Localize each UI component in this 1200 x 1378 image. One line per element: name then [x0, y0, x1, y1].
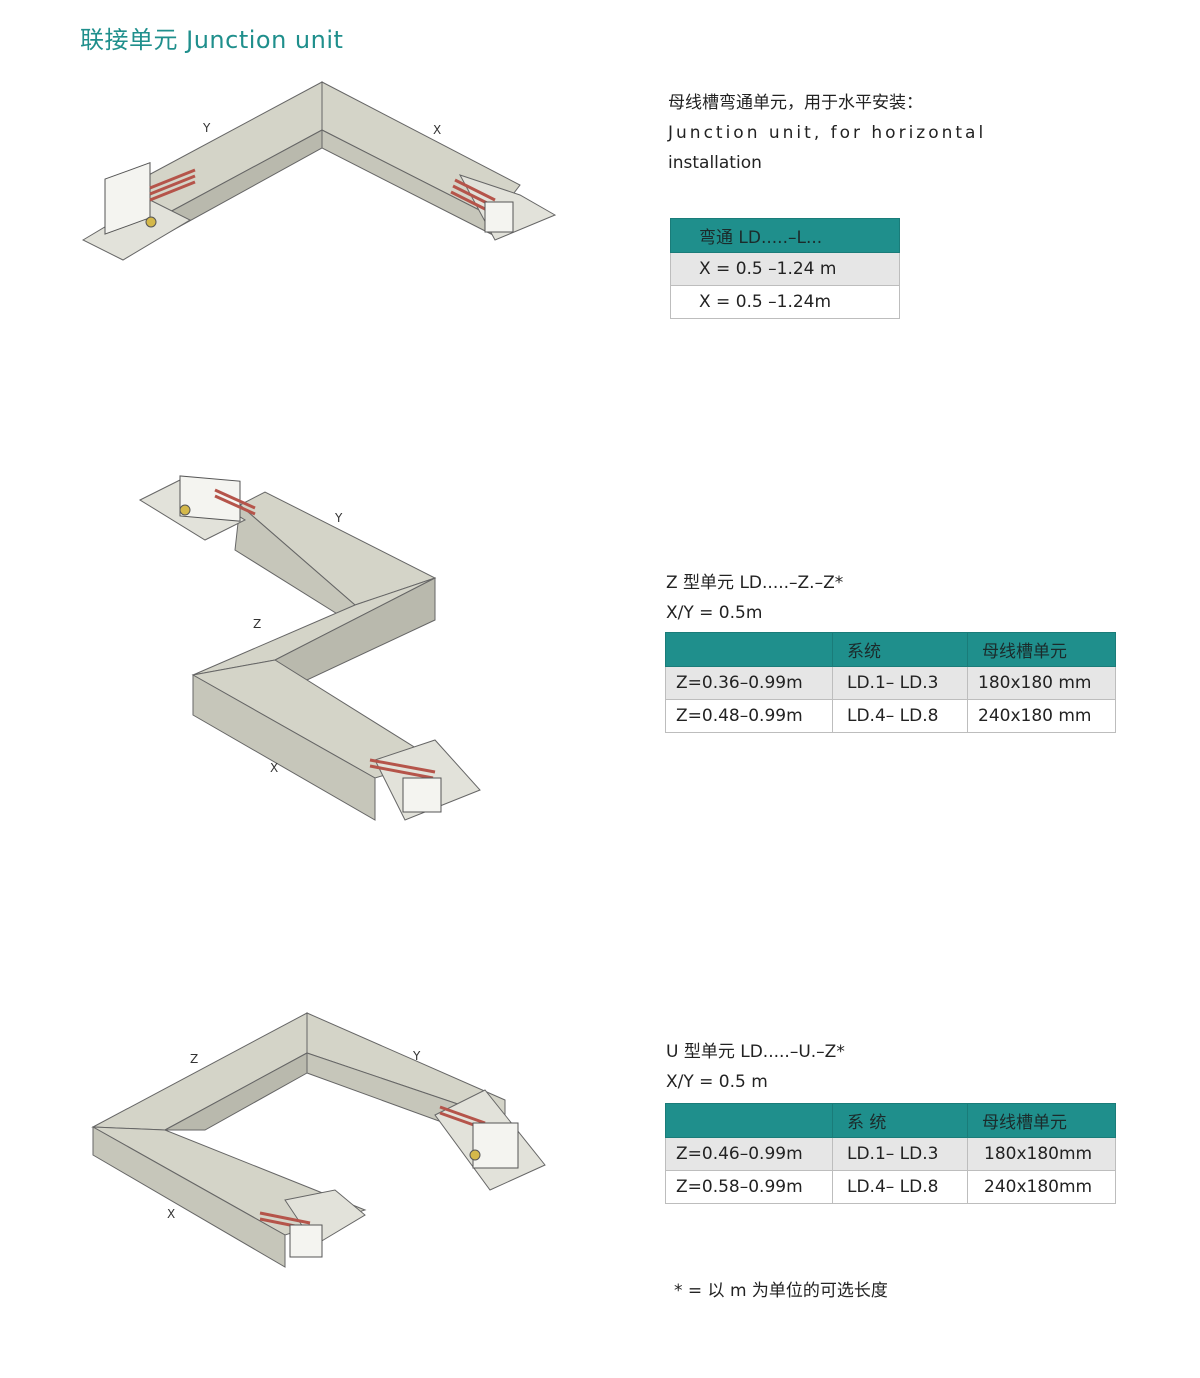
- table-cell: Z=0.48–0.99m: [665, 699, 833, 733]
- section3-sub: X/Y = 0.5 m: [666, 1072, 768, 1092]
- section1-description: 母线槽弯通单元，用于水平安装： Junction unit, for horiz…: [668, 88, 986, 178]
- z-axis-label: Z: [190, 1052, 198, 1066]
- table-cell: Z=0.36–0.99m: [665, 666, 833, 700]
- table-cell: LD.4– LD.8: [832, 699, 968, 733]
- table-cell: X = 0.5 –1.24 m: [670, 252, 900, 286]
- y-axis-label: Y: [334, 511, 343, 525]
- y-axis-label: Y: [412, 1049, 421, 1063]
- x-axis-label: X: [167, 1207, 175, 1221]
- section2-sub: X/Y = 0.5m: [666, 603, 763, 623]
- section2-description: Z 型单元 LD.....–Z.–Z* X/Y = 0.5m: [666, 568, 843, 628]
- table-cell: LD.4– LD.8: [832, 1170, 968, 1204]
- table-header: 系统: [832, 632, 968, 667]
- footnote: * = 以 m 为单位的可选长度: [674, 1281, 888, 1301]
- section1-desc-en2: installation: [668, 153, 762, 173]
- section2-title: Z 型单元 LD.....–Z.–Z*: [666, 573, 844, 593]
- table-header: 母线槽单元: [967, 632, 1116, 667]
- page-title: 联接单元 Junction unit: [80, 26, 344, 54]
- y-axis-label: Y: [202, 121, 211, 135]
- section2-spec-table: 系统 母线槽单元 Z=0.36–0.99m LD.1– LD.3 180x180…: [665, 632, 1116, 733]
- table-cell: Z=0.58–0.99m: [665, 1170, 833, 1204]
- u-junction-illustration: Z Y X: [91, 1012, 546, 1268]
- section1-spec-table: 弯通 LD.....–L... X = 0.5 –1.24 m X = 0.5 …: [670, 218, 900, 319]
- x-axis-label: X: [433, 123, 441, 137]
- z-axis-label: Z: [253, 617, 261, 631]
- z-junction-illustration: Y Z X: [138, 475, 481, 821]
- table-header: [665, 632, 833, 667]
- table-header: 弯通 LD.....–L...: [670, 218, 900, 253]
- l-junction-illustration: Y X: [81, 81, 557, 261]
- table-cell: X = 0.5 –1.24m: [670, 285, 900, 319]
- table-cell: 180x180 mm: [967, 666, 1116, 700]
- table-cell: 240x180 mm: [967, 699, 1116, 733]
- x-axis-label: X: [270, 761, 278, 775]
- table-header: 系 统: [832, 1103, 968, 1138]
- section1-desc-en1: Junction unit, for horizontal: [668, 123, 987, 143]
- section3-description: U 型单元 LD.....–U.–Z* X/Y = 0.5 m: [666, 1037, 845, 1097]
- table-header: [665, 1103, 833, 1138]
- table-cell: 180x180mm: [967, 1137, 1116, 1171]
- section1-desc-cn: 母线槽弯通单元，用于水平安装：: [668, 93, 923, 113]
- table-cell: 240x180mm: [967, 1170, 1116, 1204]
- table-cell: LD.1– LD.3: [832, 1137, 968, 1171]
- table-header: 母线槽单元: [967, 1103, 1116, 1138]
- section3-title: U 型单元 LD.....–U.–Z*: [666, 1042, 845, 1062]
- table-cell: Z=0.46–0.99m: [665, 1137, 833, 1171]
- section3-spec-table: 系 统 母线槽单元 Z=0.46–0.99m LD.1– LD.3 180x18…: [665, 1103, 1116, 1204]
- table-cell: LD.1– LD.3: [832, 666, 968, 700]
